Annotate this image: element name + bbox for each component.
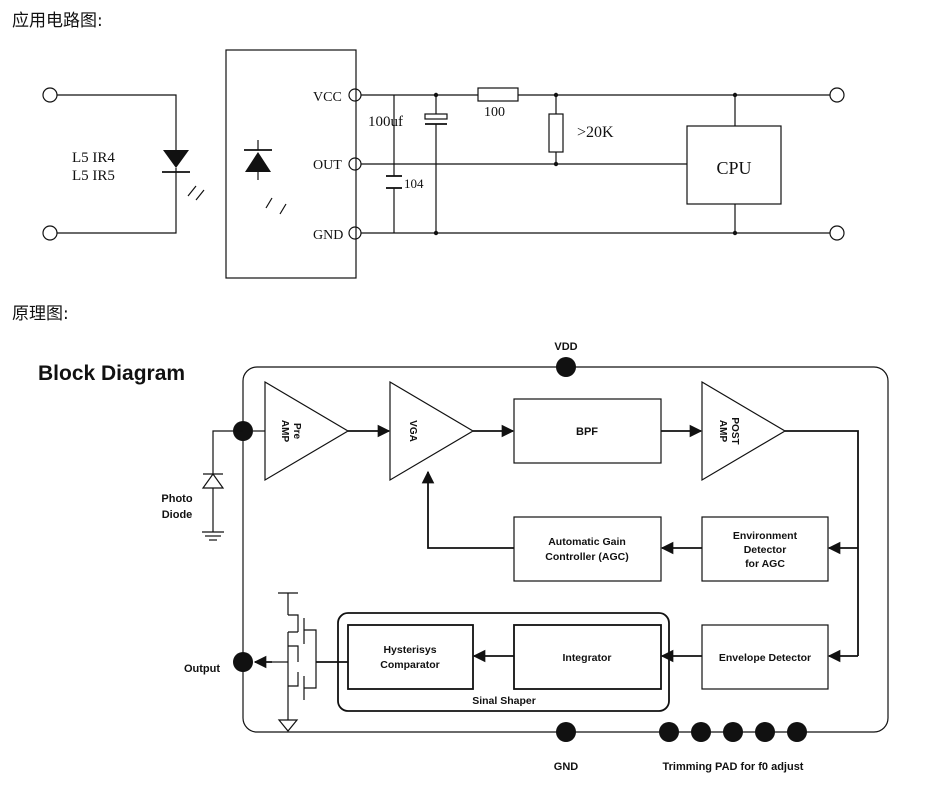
- left-bottom-terminal: [42, 225, 58, 241]
- resistor-pullup: [548, 95, 564, 164]
- environment-detector-label-2: Detector: [744, 544, 787, 556]
- agc-label-1: Automatic Gain: [548, 536, 626, 548]
- block-diagram: Block Diagram VDD GND Trimming PAD for f…: [38, 341, 889, 773]
- application-circuit-heading: 应用电路图:: [12, 11, 103, 31]
- cpu-box: [686, 125, 782, 205]
- left-top-terminal: [42, 87, 58, 103]
- envelope-detector-label: Envelope Detector: [719, 652, 811, 664]
- photo-diode-symbol: [201, 472, 225, 541]
- bpf-label: BPF: [576, 426, 598, 438]
- resistor-100: [477, 87, 519, 102]
- photo-diode-label-2: Diode: [162, 509, 193, 521]
- photodiode-symbol: [244, 140, 287, 215]
- trimming-pad: [659, 722, 679, 742]
- application-circuit: L5 IR4 L5 IR5 VCC OUT GND 100 1: [42, 49, 845, 279]
- post-amp-block: [701, 380, 787, 482]
- output-pad: [233, 652, 253, 672]
- block-diagram-title: Block Diagram: [38, 362, 185, 385]
- signal-shaper-label: Sinal Shaper: [472, 695, 536, 707]
- vga-block: [389, 380, 475, 482]
- post-amp-label-2: AMP: [717, 420, 728, 443]
- right-bottom-terminal: [829, 225, 845, 241]
- hysteresis-comparator-label-1: Hysterisys: [383, 644, 436, 656]
- pin-out-terminal: [348, 157, 362, 171]
- pin-out-label: OUT: [313, 158, 342, 173]
- output-label: Output: [184, 663, 220, 675]
- pre-amp-block: [264, 380, 350, 482]
- capacitor-104-label: 104: [404, 176, 424, 191]
- trimming-label: Trimming PAD for f0 adjust: [663, 761, 804, 773]
- post-amp-label-1: POST: [729, 417, 740, 444]
- pre-amp-label-2: AMP: [279, 420, 290, 443]
- gnd-label: GND: [554, 761, 579, 773]
- trimming-pad: [691, 722, 711, 742]
- pin-gnd-terminal: [348, 226, 362, 240]
- led-label-2: L5 IR5: [72, 168, 115, 184]
- hysteresis-comparator-label-2: Comparator: [380, 659, 440, 671]
- integrator-block: [513, 624, 662, 690]
- ir-led-symbol: [162, 150, 205, 201]
- right-top-terminal: [829, 87, 845, 103]
- capacitor-100uf: [424, 95, 448, 233]
- pin-gnd-label: GND: [313, 228, 343, 243]
- environment-detector-block: [701, 516, 829, 582]
- vdd-pad: [556, 357, 576, 377]
- pin-vcc-terminal: [348, 88, 362, 102]
- hysteresis-comparator-block: [347, 624, 474, 690]
- capacitor-100uf-label: 100uf: [368, 114, 403, 130]
- integrator-label: Integrator: [562, 652, 611, 664]
- receiver-module-box: [225, 49, 357, 279]
- block-diagram-heading: 原理图:: [12, 304, 69, 324]
- trimming-pad: [787, 722, 807, 742]
- envelope-detector-block: [701, 624, 829, 690]
- led-label-1: L5 IR4: [72, 150, 115, 166]
- resistor-pullup-label: >20K: [577, 124, 614, 141]
- trimming-pad: [723, 722, 743, 742]
- photo-diode-label-1: Photo: [161, 493, 192, 505]
- output-transistor-stage: [272, 592, 317, 732]
- pre-amp-label-1: Pre: [291, 423, 302, 440]
- cpu-label: CPU: [716, 158, 751, 178]
- vdd-label: VDD: [554, 341, 577, 353]
- chip-outline: [242, 366, 889, 733]
- agc-label-2: Controller (AGC): [545, 551, 628, 563]
- pin-vcc-label: VCC: [313, 90, 342, 105]
- gnd-pad: [556, 722, 576, 742]
- resistor-100-label: 100: [484, 105, 505, 120]
- environment-detector-label-3: for AGC: [745, 558, 785, 570]
- vga-label: VGA: [407, 420, 418, 442]
- agc-block: [513, 516, 662, 582]
- environment-detector-label-1: Environment: [733, 530, 798, 542]
- capacitor-104: [386, 95, 402, 233]
- trimming-pad: [755, 722, 775, 742]
